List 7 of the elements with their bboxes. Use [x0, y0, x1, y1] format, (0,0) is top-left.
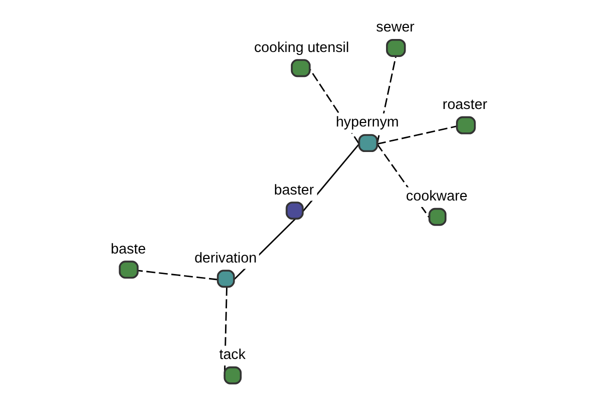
node-label: roaster	[442, 96, 488, 113]
node-label: sewer	[376, 20, 414, 36]
connector	[138, 270, 218, 280]
connector	[302, 144, 360, 212]
node-label: cooking utensil	[254, 40, 350, 56]
connector	[376, 125, 458, 145]
node-label: baste	[110, 241, 146, 258]
